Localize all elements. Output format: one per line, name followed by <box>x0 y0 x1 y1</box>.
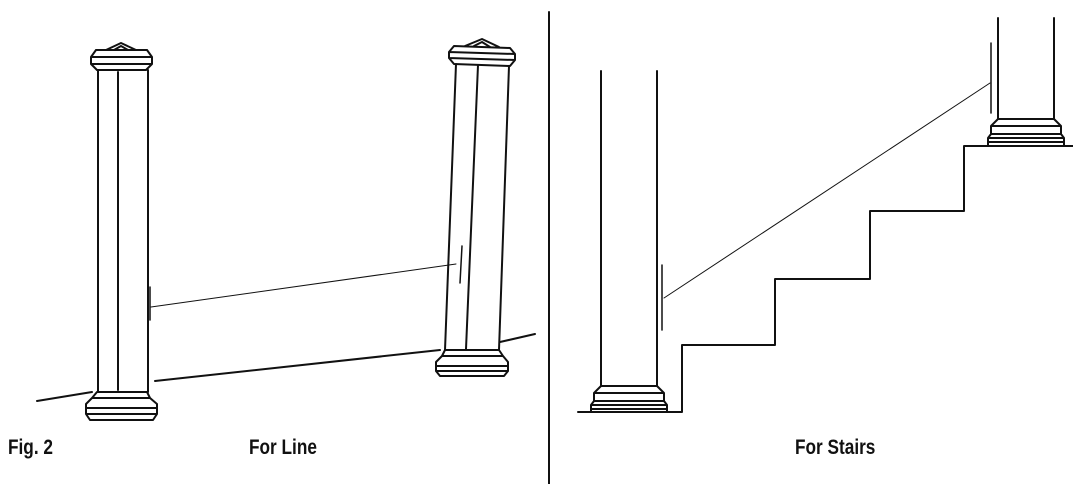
post-cap <box>448 45 516 67</box>
lower-post <box>590 70 668 413</box>
stairs-panel-caption: For Stairs <box>795 436 876 459</box>
string-marker <box>459 245 463 284</box>
post-base <box>987 118 1065 147</box>
figure-label: Fig. 2 <box>8 436 53 459</box>
right-post <box>435 38 516 377</box>
ground-line <box>36 333 536 402</box>
string-line <box>150 263 457 308</box>
cap-finial <box>464 38 500 48</box>
post-base <box>435 349 509 377</box>
post-base <box>590 385 668 413</box>
line-panel-caption: For Line <box>249 436 317 459</box>
post-shaft <box>444 63 510 351</box>
stairs-panel <box>577 17 1073 413</box>
string-line <box>663 82 991 299</box>
cap-finial <box>105 42 137 51</box>
line-panel <box>36 38 536 421</box>
post-base <box>85 391 158 421</box>
post-shaft <box>600 70 658 387</box>
post-shaft <box>97 69 149 393</box>
post-cap <box>90 49 153 71</box>
left-post <box>85 42 158 421</box>
post-shaft <box>997 17 1055 120</box>
stair-profile <box>577 145 1073 413</box>
upper-post <box>987 17 1065 147</box>
